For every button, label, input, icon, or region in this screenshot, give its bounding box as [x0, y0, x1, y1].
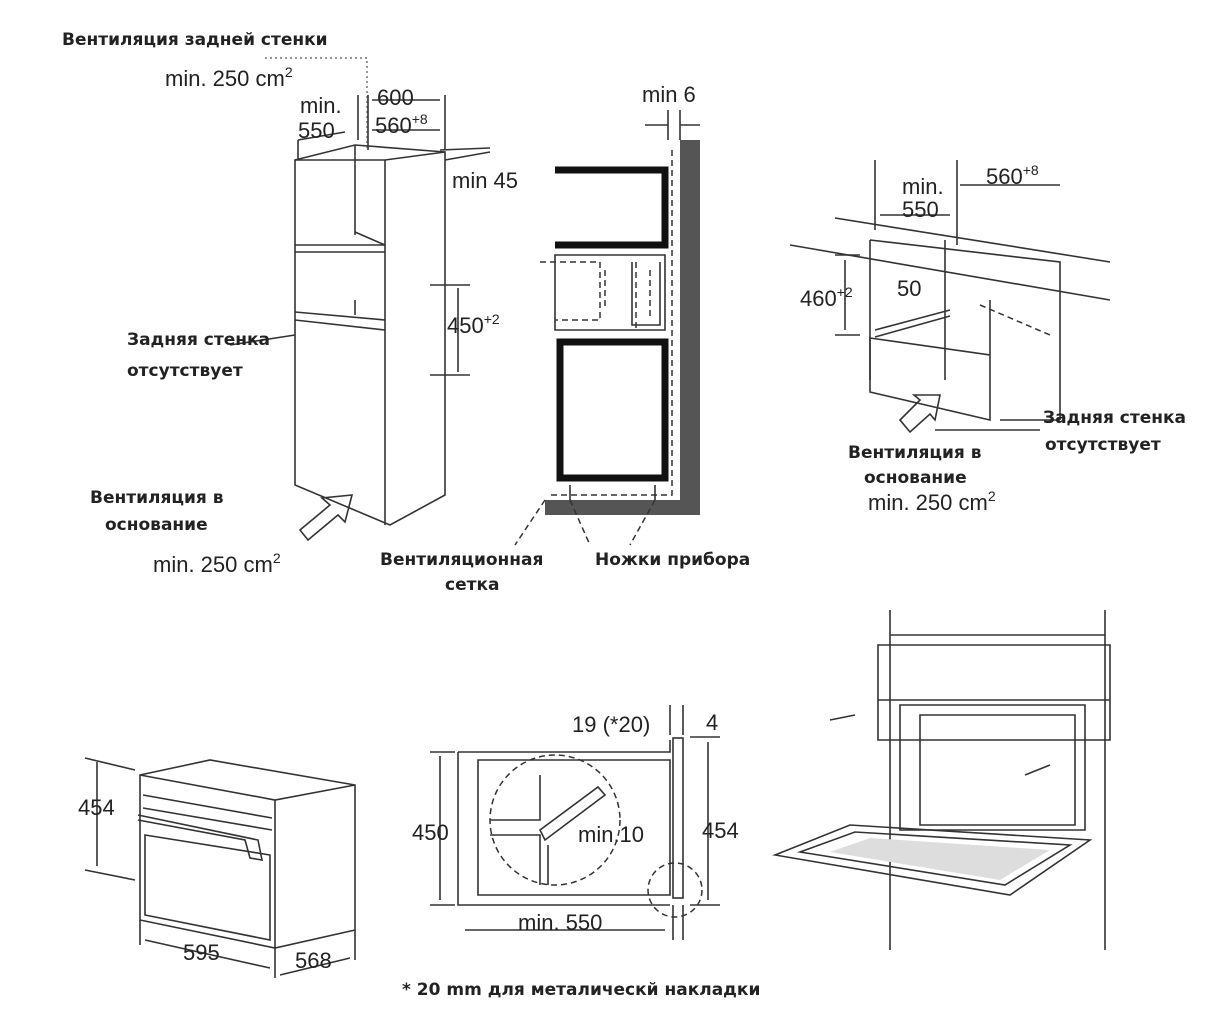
niche-height: 450 — [412, 820, 449, 845]
depth-min-label: min. — [300, 93, 342, 118]
niche-height-value: 450 — [447, 313, 484, 338]
niche-tolerance: +2 — [484, 311, 500, 327]
niche-height: 450+2 — [447, 311, 500, 338]
ventilation-section-drawing — [514, 110, 700, 546]
width-tolerance: +8 — [1023, 162, 1039, 178]
no-back-wall-label: Задняя стенка — [1043, 408, 1186, 428]
appliance-depth: 568 — [295, 948, 332, 973]
superscript: 2 — [988, 488, 996, 504]
width-outer: 600 — [377, 85, 414, 110]
depth-min: min. 550 — [518, 910, 602, 935]
width-inner: 560+8 — [375, 111, 428, 138]
height: 460+2 — [800, 284, 853, 311]
grille-label-2: сетка — [445, 575, 499, 595]
appliance-width: 595 — [183, 940, 220, 965]
footnote: * 20 mm для металическй накладки — [402, 980, 760, 1000]
width-inner-value: 560 — [375, 113, 412, 138]
superscript: 2 — [273, 550, 281, 566]
depth-min-value: 550 — [298, 118, 335, 143]
width: 560+8 — [986, 162, 1039, 189]
feet-label: Ножки прибора — [595, 550, 750, 570]
gap-50: 50 — [897, 276, 921, 301]
under-counter-drawing — [789, 160, 1111, 434]
base-vent-label: Вентиляция в — [848, 443, 982, 463]
installed-view-drawing — [772, 610, 1111, 950]
no-back-wall-label: Задняя стенка — [127, 330, 270, 350]
height-value: 460 — [800, 286, 837, 311]
superscript: 2 — [285, 64, 293, 80]
width-tolerance: +8 — [412, 111, 428, 127]
panel-thickness: 19 (*20) — [572, 712, 650, 737]
front-height: 454 — [702, 818, 739, 843]
clearance: min.10 — [578, 822, 644, 847]
rear-vent-area: min. 250 cm2 — [165, 64, 293, 91]
top-gap: min 45 — [452, 168, 518, 193]
no-back-wall-label-2: отсутствует — [1045, 435, 1161, 455]
height-tolerance: +2 — [837, 284, 853, 300]
base-vent-area-value: min. 250 cm — [868, 490, 988, 515]
base-vent-area: min. 250 cm2 — [153, 550, 281, 577]
rear-vent-title: Вентиляция задней стенки — [62, 30, 328, 50]
base-vent-label-2: основание — [864, 468, 967, 488]
width-value: 560 — [986, 164, 1023, 189]
depth-min-label: min. — [902, 174, 944, 199]
offset-4: 4 — [706, 710, 718, 735]
grille-label: Вентиляционная — [380, 550, 543, 570]
base-vent-label: Вентиляция в — [90, 488, 224, 508]
rear-vent-area-value: min. 250 cm — [165, 66, 285, 91]
base-vent-area: min. 250 cm2 — [868, 488, 996, 515]
appliance-drawing — [84, 757, 356, 978]
appliance-height: 454 — [78, 795, 115, 820]
base-vent-label-2: основание — [105, 515, 208, 535]
min-gap: min 6 — [642, 82, 696, 107]
base-vent-area-value: min. 250 cm — [153, 552, 273, 577]
side-section-drawing — [430, 705, 720, 940]
depth-min-value: 550 — [902, 197, 939, 222]
no-back-wall-label-2: отсутствует — [127, 361, 243, 381]
tall-cabinet-drawing — [229, 57, 491, 542]
